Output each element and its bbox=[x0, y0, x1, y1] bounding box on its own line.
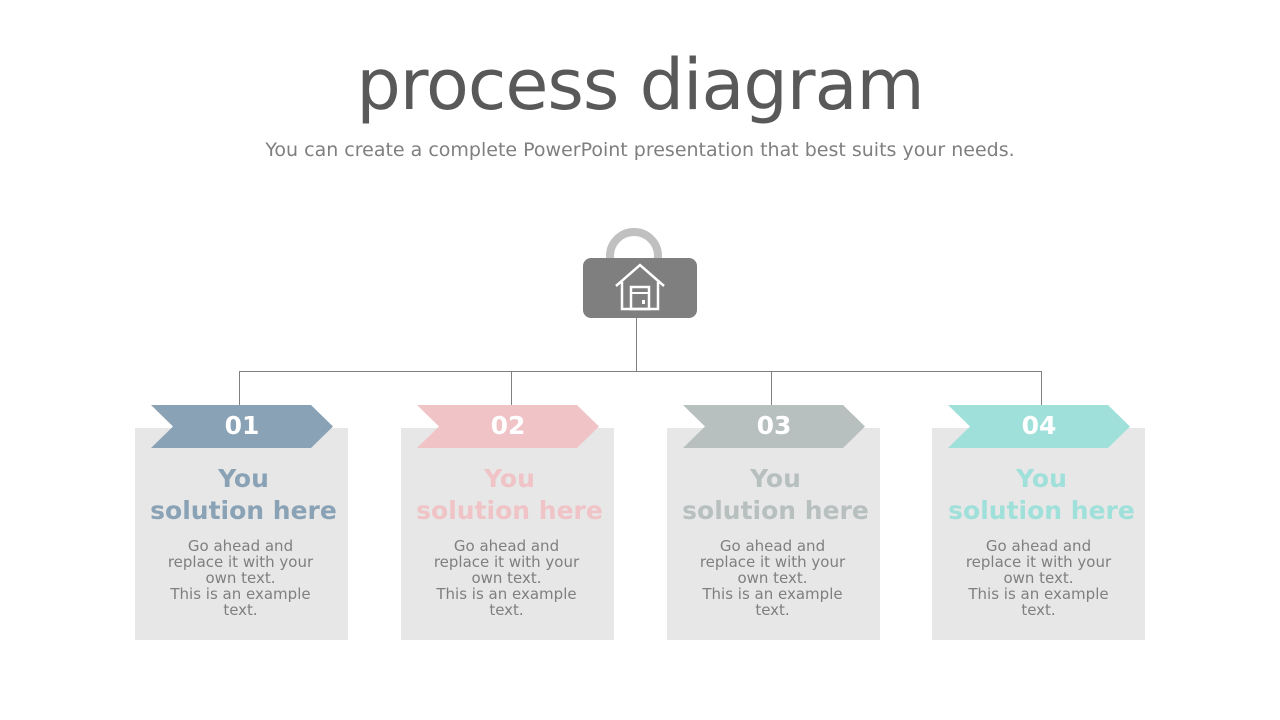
heading-line-1: You bbox=[484, 464, 535, 493]
house-icon bbox=[615, 263, 665, 311]
connector-drop-3 bbox=[771, 371, 772, 405]
step-number: 03 bbox=[756, 411, 792, 440]
step-body: Go ahead and replace it with your own te… bbox=[699, 537, 846, 619]
step-number: 04 bbox=[1021, 411, 1057, 440]
step-card-2 bbox=[401, 428, 614, 640]
heading-line-2: solution here bbox=[948, 496, 1135, 525]
slide-subtitle: You can create a complete PowerPoint pre… bbox=[265, 139, 1015, 161]
step-tag-1: 01 bbox=[151, 405, 333, 448]
step-heading: You solution here bbox=[137, 463, 350, 527]
step-number: 01 bbox=[224, 411, 260, 440]
heading-line-2: solution here bbox=[416, 496, 603, 525]
step-heading: You solution here bbox=[935, 463, 1148, 527]
connector-horizontal bbox=[239, 371, 1042, 372]
step-heading: You solution here bbox=[669, 463, 882, 527]
step-tag-2: 02 bbox=[417, 405, 599, 448]
connector-drop-1 bbox=[239, 371, 240, 405]
step-number: 02 bbox=[490, 411, 526, 440]
step-heading: You solution here bbox=[403, 463, 616, 527]
connector-drop-4 bbox=[1041, 371, 1042, 405]
step-tag-4: 04 bbox=[948, 405, 1130, 448]
step-card-3 bbox=[667, 428, 880, 640]
connector-drop-2 bbox=[511, 371, 512, 405]
connector-vertical-hub bbox=[636, 318, 637, 372]
heading-line-2: solution here bbox=[150, 496, 337, 525]
heading-line-1: You bbox=[1016, 464, 1067, 493]
heading-line-2: solution here bbox=[682, 496, 869, 525]
lock-body bbox=[583, 258, 697, 318]
step-body: Go ahead and replace it with your own te… bbox=[167, 537, 314, 619]
step-tag-3: 03 bbox=[683, 405, 865, 448]
heading-line-1: You bbox=[750, 464, 801, 493]
step-body: Go ahead and replace it with your own te… bbox=[433, 537, 580, 619]
heading-line-1: You bbox=[218, 464, 269, 493]
step-card-1 bbox=[135, 428, 348, 640]
step-body: Go ahead and replace it with your own te… bbox=[965, 537, 1112, 619]
slide-title: process diagram bbox=[356, 44, 924, 126]
step-card-4 bbox=[932, 428, 1145, 640]
